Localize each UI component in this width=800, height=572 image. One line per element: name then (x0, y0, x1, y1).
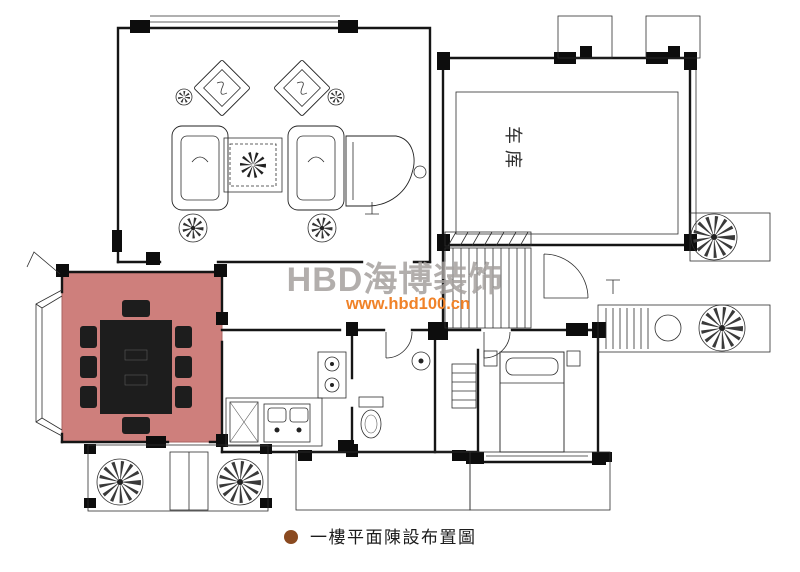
watermark-brand: HBD海博装饰 (287, 261, 504, 299)
terrace-bottom (295, 451, 611, 511)
sofa-left (171, 125, 229, 211)
plant-table-left (179, 214, 207, 242)
corridor-circle (654, 314, 682, 342)
garage: 车库 (455, 91, 679, 235)
ceiling-rosette-lower (699, 305, 745, 351)
nightstand-left (483, 350, 498, 367)
caption-text: 一樓平面陳設布置圖 (310, 528, 477, 547)
wash-basin (411, 351, 431, 371)
dining-table (100, 320, 172, 414)
porch-rosette-right (217, 459, 263, 505)
roof-dormers (557, 15, 701, 59)
medallion-left (176, 89, 192, 105)
section-marks (365, 202, 620, 294)
rug (223, 137, 283, 193)
bathroom (358, 351, 431, 439)
pillow (505, 357, 559, 376)
dining-chairs (80, 300, 192, 434)
dining-set (80, 300, 192, 434)
kitchen (225, 351, 347, 447)
stairs-main (444, 231, 532, 329)
bay-window (26, 251, 63, 437)
plant-table-right (308, 214, 336, 242)
porch-left (88, 444, 268, 511)
grand-piano (345, 135, 427, 207)
armchair-left (194, 60, 250, 116)
living-room-furniture (171, 60, 427, 242)
ceiling-rosette-upper (691, 214, 737, 260)
sink (263, 403, 311, 443)
toilet-icon (358, 396, 384, 439)
shelf-ladder (451, 363, 477, 409)
windows (150, 15, 697, 457)
medallion-right (328, 89, 344, 105)
nightstand-right (566, 350, 581, 367)
dishwasher (229, 401, 259, 443)
porch-rosette-left (97, 459, 143, 505)
kitchen-counter (225, 397, 323, 447)
armchair-right (274, 60, 330, 116)
caption-bullet-icon (284, 530, 298, 544)
watermark-url: www.hbd100.cn (345, 295, 470, 313)
door-arcs (385, 253, 589, 359)
bed (499, 351, 565, 453)
garage-label: 车库 (503, 126, 523, 174)
corridor-right (597, 305, 771, 352)
bedroom-furniture (483, 350, 581, 453)
sofa-right (287, 125, 345, 211)
ceiling-rosette-upper-area (690, 213, 771, 261)
stove (317, 351, 347, 399)
